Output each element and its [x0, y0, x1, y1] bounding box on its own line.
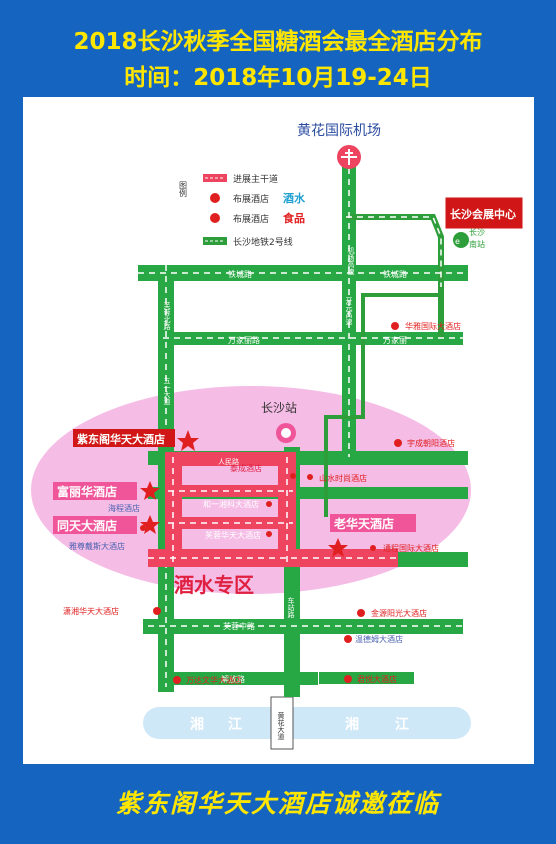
airport-label: 黄花国际机场: [297, 122, 381, 139]
hotel-box-tongtian: [53, 516, 137, 534]
expo-center-box: [444, 196, 524, 230]
road-label-airport-road: 机场快线路: [381, 163, 421, 173]
main-road-west: [165, 452, 182, 567]
hotel-label-huayu: 华雅国际大酒店: [405, 321, 461, 331]
hotel-label-laohuatian: 老华天酒店: [334, 516, 394, 531]
road-vertical-west-south: [158, 647, 174, 692]
hotel-box-zidong: [73, 429, 175, 447]
road-horizontal-river-north: [163, 672, 318, 685]
hotel-pin-junyue: [344, 675, 352, 683]
hotel-map: 湘 江 湘 江: [23, 97, 534, 764]
xiang-river: [143, 707, 471, 739]
road-label-wuyi: 五一大道: [163, 377, 171, 406]
legend-food-suffix: 食品: [283, 211, 305, 225]
road-label-huanghua: 黄花大道: [277, 711, 285, 741]
legend-food-pin-icon: [210, 213, 220, 223]
road-label-furong-north: 芙蓉北路: [163, 301, 171, 331]
hotel-pin-huayu: [391, 322, 399, 330]
hotel-label-wenyuan: 温德姆大酒店: [355, 634, 403, 644]
river-label-left-2: 湘: [345, 716, 359, 733]
road-label-railway-2: 铁城路: [383, 269, 407, 279]
hotel-pin-furong: [266, 531, 272, 537]
river-label-right: 江: [228, 716, 242, 733]
hotel-label-wanda: 万达文华大酒店: [186, 675, 242, 685]
river-label-left: 湘: [190, 716, 204, 733]
legend-title: 图例: [179, 181, 188, 198]
hotel-label-yucheng: 宇成朝阳酒店: [407, 438, 455, 448]
drinks-zone-label: 酒水专区: [174, 573, 254, 597]
legend-drinks-prefix: 布展酒店: [233, 193, 269, 205]
hotel-label-furong: 芙蓉华天大酒店: [205, 530, 261, 540]
legend-food-prefix: 布展酒店: [233, 213, 269, 225]
main-road-middle-1: [165, 485, 295, 497]
river-bridge: [270, 696, 294, 750]
hotel-pin-taicheng: [290, 473, 296, 479]
star-icon-tongtian: [140, 515, 160, 534]
hotel-pin-yazun: [140, 525, 146, 531]
footer-invitation: 紫东阁华天大酒店诚邀莅临: [115, 789, 440, 818]
map-canvas: 湘 江 湘 江: [31, 122, 524, 750]
legend-metro: 长沙地铁2号线: [233, 236, 293, 248]
hotel-label-xiaoxiang: 潇湘华天大酒店: [63, 606, 119, 616]
featured-hotel-stars: [140, 430, 348, 557]
poster-date: 时间：2018年10月19-24日: [124, 65, 432, 91]
hotel-pin-yucheng: [394, 439, 402, 447]
legend-main-road: 进展主干道: [233, 173, 278, 185]
star-icon-fuli: [140, 481, 160, 500]
road-label-wanjiali-2: 万家丽: [383, 335, 407, 345]
road-label-jiefang: 解放路: [221, 674, 245, 684]
star-icon-laohuatian: [328, 538, 348, 557]
hotel-pins: [140, 322, 402, 684]
road-label-renmin: 人民路: [218, 457, 239, 466]
hotel-label-junyue: 君悦大酒店: [357, 674, 397, 684]
hotel-pin-hexi: [266, 501, 272, 507]
hotel-pin-shanshui: [307, 474, 313, 480]
main-road-middle-2: [165, 517, 295, 529]
legend-drinks-suffix: 酒水: [283, 191, 306, 205]
road-label-airport-expressway: 机场高速: [347, 246, 355, 276]
hotel-label-yazun: 雅尊戴斯大酒店: [69, 541, 125, 551]
hotel-pin-wenyuan: [344, 635, 352, 643]
road-label-chezhan: 车站路: [287, 596, 295, 619]
expo-center-label: 长沙会展中心: [450, 207, 516, 221]
road-label-railway: 铁城路: [228, 269, 252, 279]
svg-text:e: e: [455, 237, 460, 246]
road-horizontal-wanjiali: [163, 332, 463, 345]
road-vertical-airport: [342, 157, 356, 457]
hotel-label-zidong: 紫东阁华天大酒店: [77, 432, 165, 446]
main-station-label: 长沙站: [261, 401, 297, 415]
poster-title: 2018长沙秋季全国糖酒会最全酒店分布: [73, 29, 483, 55]
road-horizontal-east-south: [319, 672, 414, 684]
hotel-label-shanshui: 山水时尚酒店: [319, 473, 367, 483]
main-road-north: [165, 452, 295, 466]
hotel-pin-xiaoxiang: [153, 607, 161, 615]
south-station-label-2: 南站: [469, 239, 485, 249]
star-icon-zidong: [177, 430, 199, 451]
road-label-wanjiali: 万家丽路: [228, 335, 260, 345]
hotel-label-haicheng: 海程酒店: [108, 503, 140, 513]
hotel-label-tongcheng: 通程国际大酒店: [383, 543, 439, 553]
main-road-east: [278, 452, 296, 567]
hotel-label-fuli: 富丽华酒店: [57, 484, 117, 499]
hotel-box-fuli: [53, 482, 137, 500]
map-legend: 图例 进展主干道 布展酒店 酒水 布展酒店 食品 长沙地铁2号线: [179, 173, 306, 248]
south-station-label-1: 长沙: [469, 227, 485, 237]
road-label-kaiyuan: 开元高速: [345, 297, 353, 326]
legend-drinks-pin-icon: [210, 193, 220, 203]
hotel-pin-tongcheng: [370, 545, 376, 551]
metro-station-icon: [453, 232, 469, 248]
road-label-furong-mid: 芙蓉中路: [223, 621, 255, 631]
hotel-label-tongtian: 同天大酒店: [57, 518, 117, 533]
hotel-box-laohuatian: [330, 514, 416, 532]
hotel-label-jinyuan: 金源阳光大酒店: [371, 608, 427, 618]
hotel-label-taicheng: 泰成酒店: [230, 463, 262, 473]
hotel-pin-jinyuan: [357, 609, 365, 617]
river-label-right-2: 江: [395, 716, 409, 733]
hotel-label-hexi: 和一湘科大酒店: [203, 499, 259, 509]
hotel-pin-wanda: [173, 676, 181, 684]
